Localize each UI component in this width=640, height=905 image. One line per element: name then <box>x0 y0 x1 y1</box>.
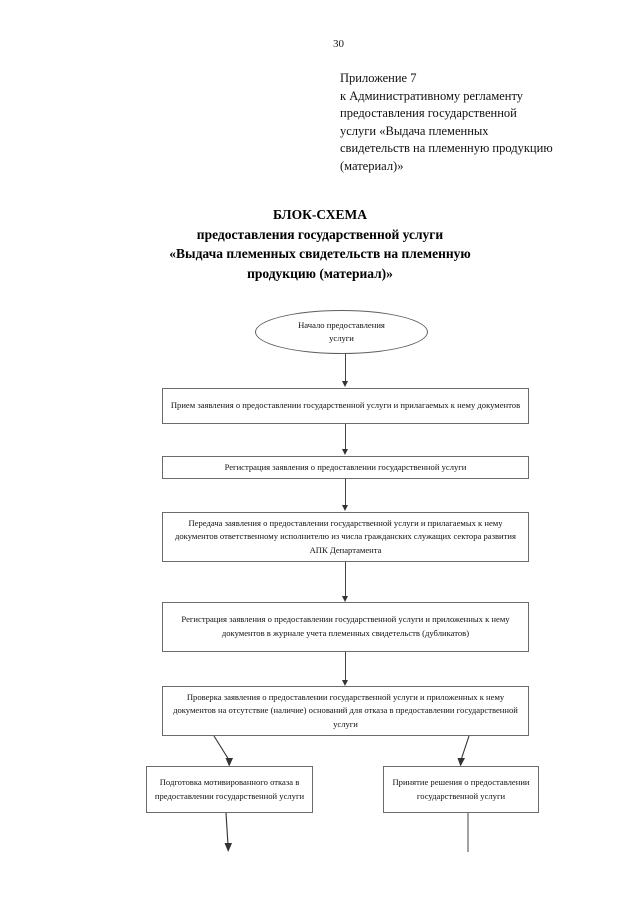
arrowhead-intake-to-registration <box>341 449 348 455</box>
flow-node-journal-registration-line-1: Регистрация заявления о предоставлении г… <box>181 614 430 625</box>
connector-refusal-downward <box>225 812 229 846</box>
arrowhead-journal-to-check <box>341 680 348 686</box>
title-line-4: продукцию (материал)» <box>247 265 393 281</box>
connector-intake-to-registration <box>345 424 346 450</box>
flow-node-intake-line-1: Прием заявления о предоставлении государ… <box>170 400 449 411</box>
flow-node-refusal: Подготовка мотивированного отказа в пред… <box>146 766 313 813</box>
flow-node-transfer-line-3: гражданских служащих сектора развития АП… <box>309 531 516 555</box>
flow-node-intake-line-2: к нему документов <box>450 400 521 411</box>
appendix-line-3: предоставления государственной <box>340 106 517 120</box>
flow-node-intake: Прием заявления о предоставлении государ… <box>162 388 529 424</box>
flow-node-start-line-1: Начало предоставления <box>298 319 385 330</box>
appendix-line-4: услуги «Выдача племенных <box>340 123 489 138</box>
trailing-connectors <box>224 812 469 852</box>
connector-check-to-refusal <box>213 735 230 761</box>
connector-check-to-decision <box>460 735 470 761</box>
flow-node-transfer: Передача заявления о предоставлении госу… <box>162 512 529 562</box>
appendix-line-2: к Административному регламенту <box>340 88 524 103</box>
arrowhead-registration-to-transfer <box>341 505 348 511</box>
connector-registration-to-transfer <box>345 479 346 506</box>
appendix-line-1: Приложение 7 <box>340 71 417 85</box>
page-title: БЛОК-СХЕМА предоставления государственно… <box>70 205 570 283</box>
flow-node-journal-registration-line-2: приложенных к нему документов в журнале … <box>221 614 510 638</box>
connector-transfer-to-journal <box>345 562 346 597</box>
flow-node-start-line-2: услуги <box>329 333 354 343</box>
page-number: 30 <box>333 38 344 50</box>
appendix-line-6: (материал)» <box>340 158 404 173</box>
arrowhead-transfer-to-journal <box>341 596 348 602</box>
arrowhead-start-to-intake <box>341 381 348 387</box>
flow-node-registration: Регистрация заявления о предоставлении г… <box>162 456 529 479</box>
appendix-line-5: свидетельств на племенную продукцию <box>340 141 553 155</box>
title-line-3: «Выдача племенных свидетельств на племен… <box>169 246 471 261</box>
flow-node-journal-registration-line-3: (дубликатов) <box>422 628 470 638</box>
arrowhead-refusal-downward <box>224 843 232 852</box>
branch-connectors <box>213 735 470 767</box>
flow-node-decision-line-2: предоставлении <box>470 776 530 787</box>
flow-node-check-line-2: приложенных к нему документов на отсутст… <box>173 691 505 716</box>
flow-node-journal-registration: Регистрация заявления о предоставлении г… <box>162 602 529 652</box>
arrowhead-check-to-decision <box>457 758 465 767</box>
flow-node-transfer-line-2: прилагаемых к нему документов ответствен… <box>175 517 503 542</box>
flow-node-decision-line-1: Принятие решения о <box>392 776 469 787</box>
appendix-reference-block: Приложение 7 к Административному регламе… <box>340 70 600 175</box>
flow-node-check-line-1: Проверка заявления о предоставлении госу… <box>186 691 425 702</box>
flow-node-registration-line-1: Регистрация заявления о предоставлении г… <box>224 461 467 472</box>
flow-node-check: Проверка заявления о предоставлении госу… <box>162 686 529 736</box>
flow-node-check-line-3: отказа в предоставлении государственной … <box>333 705 518 729</box>
flow-node-refusal-line-2: отказа в предоставлении <box>154 776 300 801</box>
title-line-2: предоставления государственной услуги <box>196 226 444 242</box>
title-line-1: БЛОК-СХЕМА <box>272 207 368 222</box>
flow-node-decision-line-3: государственной услуги <box>416 790 506 801</box>
arrowhead-check-to-refusal <box>225 758 233 767</box>
flow-node-decision: Принятие решения о предоставлении госуда… <box>383 766 539 813</box>
flow-node-start: Начало предоставления услуги <box>255 310 428 354</box>
connector-start-to-intake <box>345 354 346 382</box>
flow-node-transfer-line-1: Передача заявления о предоставлении госу… <box>188 517 426 528</box>
flow-node-refusal-line-1: Подготовка мотивированного <box>159 776 268 787</box>
connector-journal-to-check <box>345 652 346 681</box>
flow-node-refusal-line-3: государственной услуги <box>215 790 305 801</box>
